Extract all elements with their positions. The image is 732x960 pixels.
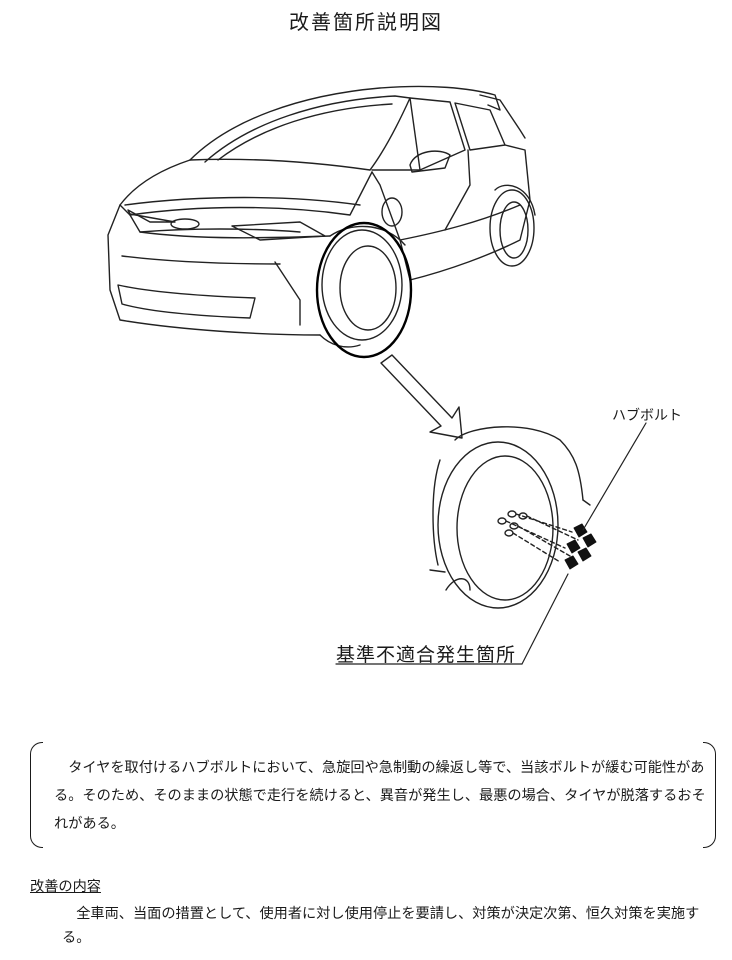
left-bracket <box>30 742 43 848</box>
hub-bolts <box>564 523 597 570</box>
description-text: タイヤを取付けるハブボルトにおいて、急旋回や急制動の繰返し等で、当該ボルトが緩む… <box>54 760 706 832</box>
defect-leader-line <box>521 573 569 665</box>
wheel-highlight-ellipse <box>315 221 413 359</box>
defect-location-label: 基準不適合発生箇所 <box>336 644 517 666</box>
hub-bolt-leader-line <box>582 422 647 531</box>
car-illustration <box>107 85 536 348</box>
hub-bolt-label: ハブボルト <box>612 408 682 424</box>
callout-arrow <box>380 354 463 439</box>
wheel-detail-illustration <box>429 426 591 609</box>
recall-diagram <box>107 85 647 665</box>
page-title: 改善箇所説明図 <box>289 10 443 34</box>
improvement-body: 全車両、当面の措置として、使用者に対し使用停止を要請し、対策が決定次第、恒久対策… <box>62 906 700 946</box>
description-box: タイヤを取付けるハブボルトにおいて、急旋回や急制動の繰返し等で、当該ボルトが緩む… <box>30 742 716 848</box>
improvement-heading: 改善の内容 <box>30 879 101 895</box>
